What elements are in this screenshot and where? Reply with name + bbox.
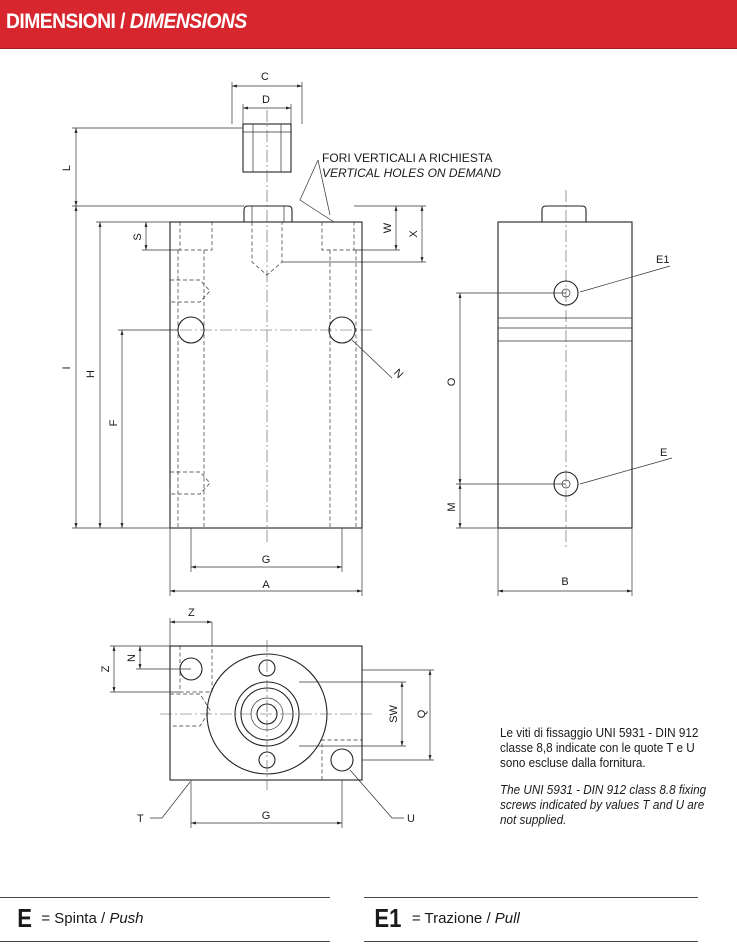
label-G-front: G — [262, 554, 271, 566]
label-M: M — [446, 502, 458, 511]
header-bar — [0, 0, 737, 49]
label-W: W — [382, 222, 394, 233]
label-H: H — [85, 370, 97, 378]
legend-text-pull-en: Pull — [494, 910, 520, 927]
label-D: D — [262, 94, 270, 106]
label-Z-vertical: Z — [100, 665, 112, 672]
label-E: E — [660, 447, 667, 459]
label-Q: Q — [416, 709, 428, 718]
legend-text-push-it: = Spinta / — [41, 910, 110, 927]
top-view — [110, 618, 434, 828]
supply-note: Le viti di fissaggio UNI 5931 - DIN 912 … — [500, 725, 709, 839]
page-title: DIMENSIONI / DIMENSIONS — [6, 10, 247, 33]
side-view — [456, 190, 673, 596]
label-U: U — [407, 813, 415, 825]
label-O: O — [446, 377, 458, 386]
label-A: A — [262, 579, 270, 591]
legend-symbol-E: E — [17, 903, 33, 933]
callout-line-en: VERTICAL HOLES ON DEMAND — [322, 166, 501, 180]
legend-rule-bottom-right — [364, 941, 698, 942]
label-B: B — [561, 576, 568, 588]
label-L: L — [61, 165, 73, 171]
label-T: T — [137, 813, 144, 825]
note-english: The UNI 5931 - DIN 912 class 8.8 fixing … — [500, 782, 707, 827]
label-E1: E1 — [656, 254, 669, 266]
label-I: I — [61, 366, 73, 369]
legend-rule-top-right — [364, 897, 698, 898]
label-G-top: G — [262, 810, 271, 822]
front-view — [72, 82, 426, 596]
label-X: X — [408, 230, 420, 238]
label-C: C — [261, 71, 269, 83]
legend-text-pull-it: = Trazione / — [411, 910, 495, 927]
legend-pull: E1 = Trazione / Pull — [372, 903, 520, 934]
label-Z: Z — [188, 607, 195, 619]
label-SW: SW — [388, 705, 400, 723]
label-N-top: N — [126, 654, 138, 662]
legend-symbol-E1: E1 — [374, 903, 402, 933]
legend-text-push-en: Push — [109, 910, 144, 927]
legend-rule-bottom-left — [0, 941, 330, 942]
legend-push: E = Spinta / Push — [16, 903, 144, 934]
note-italian: Le viti di fissaggio UNI 5931 - DIN 912 … — [500, 725, 699, 770]
callout-line-it: FORI VERTICALI A RICHIESTA — [322, 151, 492, 165]
label-F: F — [108, 419, 120, 426]
label-N-front: N — [391, 367, 405, 381]
legend-rule-top-left — [0, 897, 330, 898]
label-S: S — [132, 233, 144, 240]
